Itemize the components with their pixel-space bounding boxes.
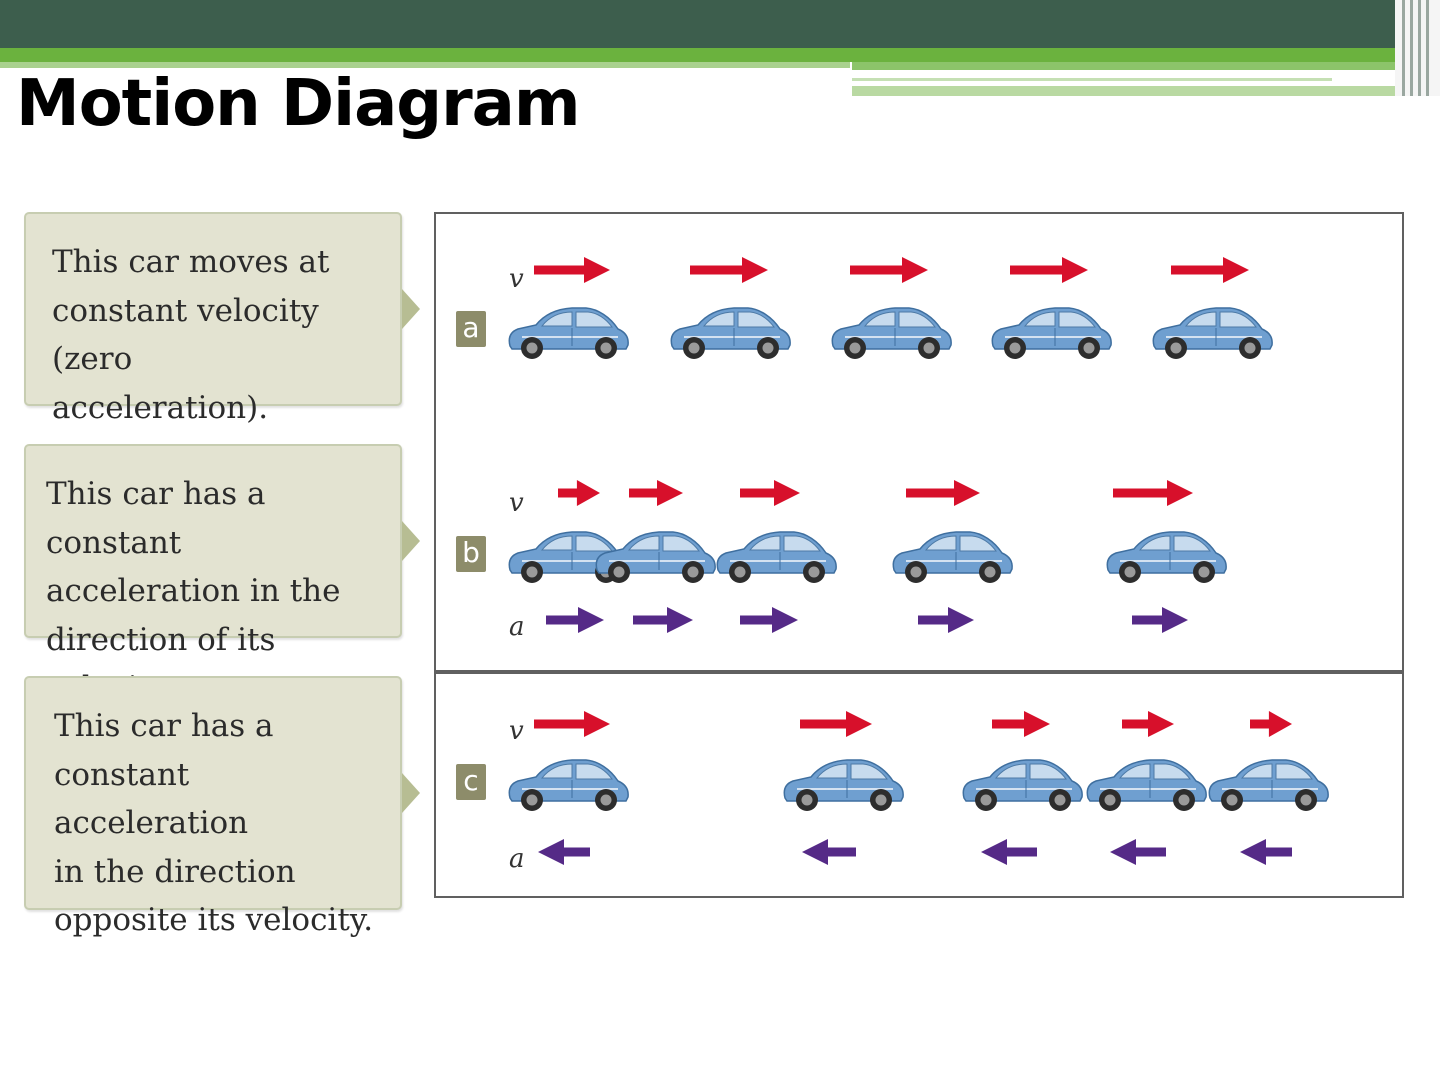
callout-b: This car has a constant acceleration in …: [24, 444, 420, 706]
acceleration-label: a: [509, 612, 525, 642]
car-icon: [783, 759, 904, 811]
callout-c-line-3: in the direction: [54, 853, 296, 890]
velocity-arrow-icon: [1122, 711, 1174, 737]
acceleration-label: a: [509, 844, 525, 874]
velocity-arrow-icon: [534, 257, 610, 283]
panel-b-drawing: [508, 480, 1227, 633]
car-icon: [991, 307, 1112, 359]
motion-panel-b: b v a: [434, 442, 1404, 672]
velocity-arrow-icon: [800, 711, 872, 737]
velocity-arrow-icon: [1171, 257, 1249, 283]
acceleration-arrow-icon: [546, 607, 604, 633]
acceleration-arrow-icon: [1132, 607, 1188, 633]
callout-c-line-2: constant acceleration: [54, 756, 249, 842]
velocity-arrow-icon: [740, 480, 800, 506]
velocity-label: v: [509, 264, 524, 294]
callout-c: This car has a constant acceleration in …: [24, 676, 420, 938]
slide-title: Motion Diagram: [16, 67, 580, 141]
acceleration-arrow-icon: [740, 607, 798, 633]
car-icon: [670, 307, 791, 359]
callout-c-line-4: opposite its velocity.: [54, 902, 374, 938]
callout-b-line-1: This car has a constant: [46, 476, 266, 561]
velocity-arrow-icon: [534, 711, 610, 737]
acceleration-arrow-icon: [802, 839, 856, 865]
car-icon: [831, 307, 952, 359]
car-icon: [1106, 531, 1227, 583]
acceleration-arrow-icon: [1240, 839, 1292, 865]
acceleration-arrow-icon: [538, 839, 590, 865]
velocity-arrow-icon: [629, 480, 683, 506]
velocity-arrow-icon: [1010, 257, 1088, 283]
callout-a-line-1: This car moves at: [52, 244, 330, 280]
acceleration-arrow-icon: [981, 839, 1037, 865]
panel-badge-a: a: [456, 311, 486, 347]
callout-a: This car moves at constant velocity (zer…: [24, 212, 420, 426]
panel-c-drawing: [508, 711, 1329, 865]
velocity-arrow-icon: [1250, 711, 1292, 737]
motion-panel-c: c v a: [434, 672, 1404, 898]
car-icon: [892, 531, 1013, 583]
car-icon: [508, 759, 629, 811]
velocity-label: v: [509, 716, 524, 746]
car-icon: [962, 759, 1083, 811]
car-icon: [1152, 307, 1273, 359]
car-icon: [595, 531, 716, 583]
callout-pointer: [402, 289, 420, 329]
motion-panel-a: a v: [434, 212, 1404, 444]
acceleration-arrow-icon: [918, 607, 974, 633]
callout-a-line-2: constant velocity (zero: [52, 292, 319, 378]
panel-badge-b: b: [456, 536, 486, 572]
velocity-arrow-icon: [906, 480, 980, 506]
acceleration-arrow-icon: [1110, 839, 1166, 865]
slide-header-bar: [0, 0, 1440, 96]
velocity-arrow-icon: [558, 480, 600, 506]
velocity-arrow-icon: [850, 257, 928, 283]
car-icon: [716, 531, 837, 583]
car-icon: [508, 307, 629, 359]
panel-a-drawing: [508, 257, 1273, 359]
car-icon: [1086, 759, 1207, 811]
velocity-arrow-icon: [690, 257, 768, 283]
panel-badge-c: c: [456, 764, 486, 800]
callout-b-line-2: acceleration in the: [46, 573, 341, 609]
velocity-arrow-icon: [992, 711, 1050, 737]
velocity-arrow-icon: [1113, 480, 1193, 506]
car-icon: [1208, 759, 1329, 811]
callout-c-line-1: This car has a: [54, 708, 274, 744]
callout-pointer: [402, 773, 420, 813]
acceleration-arrow-icon: [633, 607, 693, 633]
callout-pointer: [402, 521, 420, 561]
callout-a-line-3: acceleration).: [52, 389, 269, 426]
velocity-label: v: [509, 488, 524, 518]
